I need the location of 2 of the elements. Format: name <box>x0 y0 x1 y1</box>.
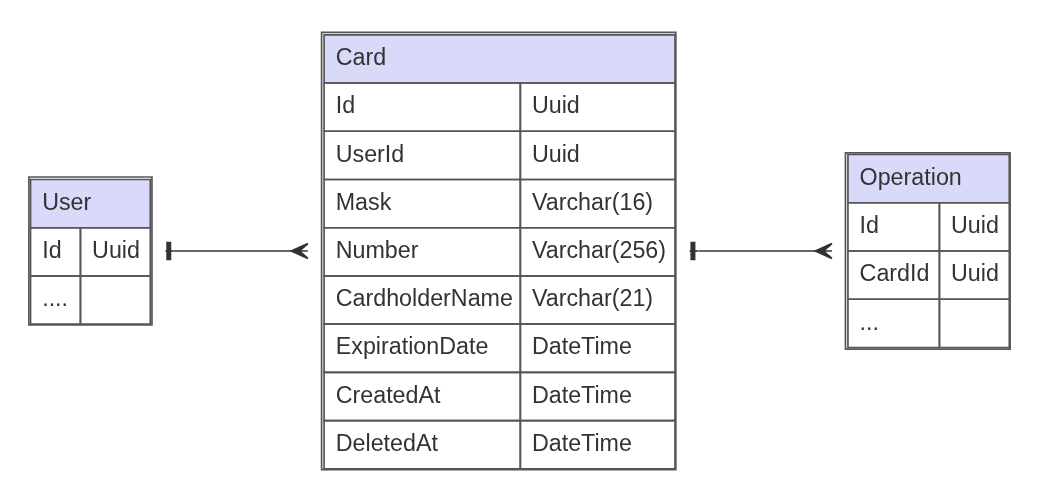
connector <box>688 241 833 261</box>
connector <box>164 241 309 261</box>
